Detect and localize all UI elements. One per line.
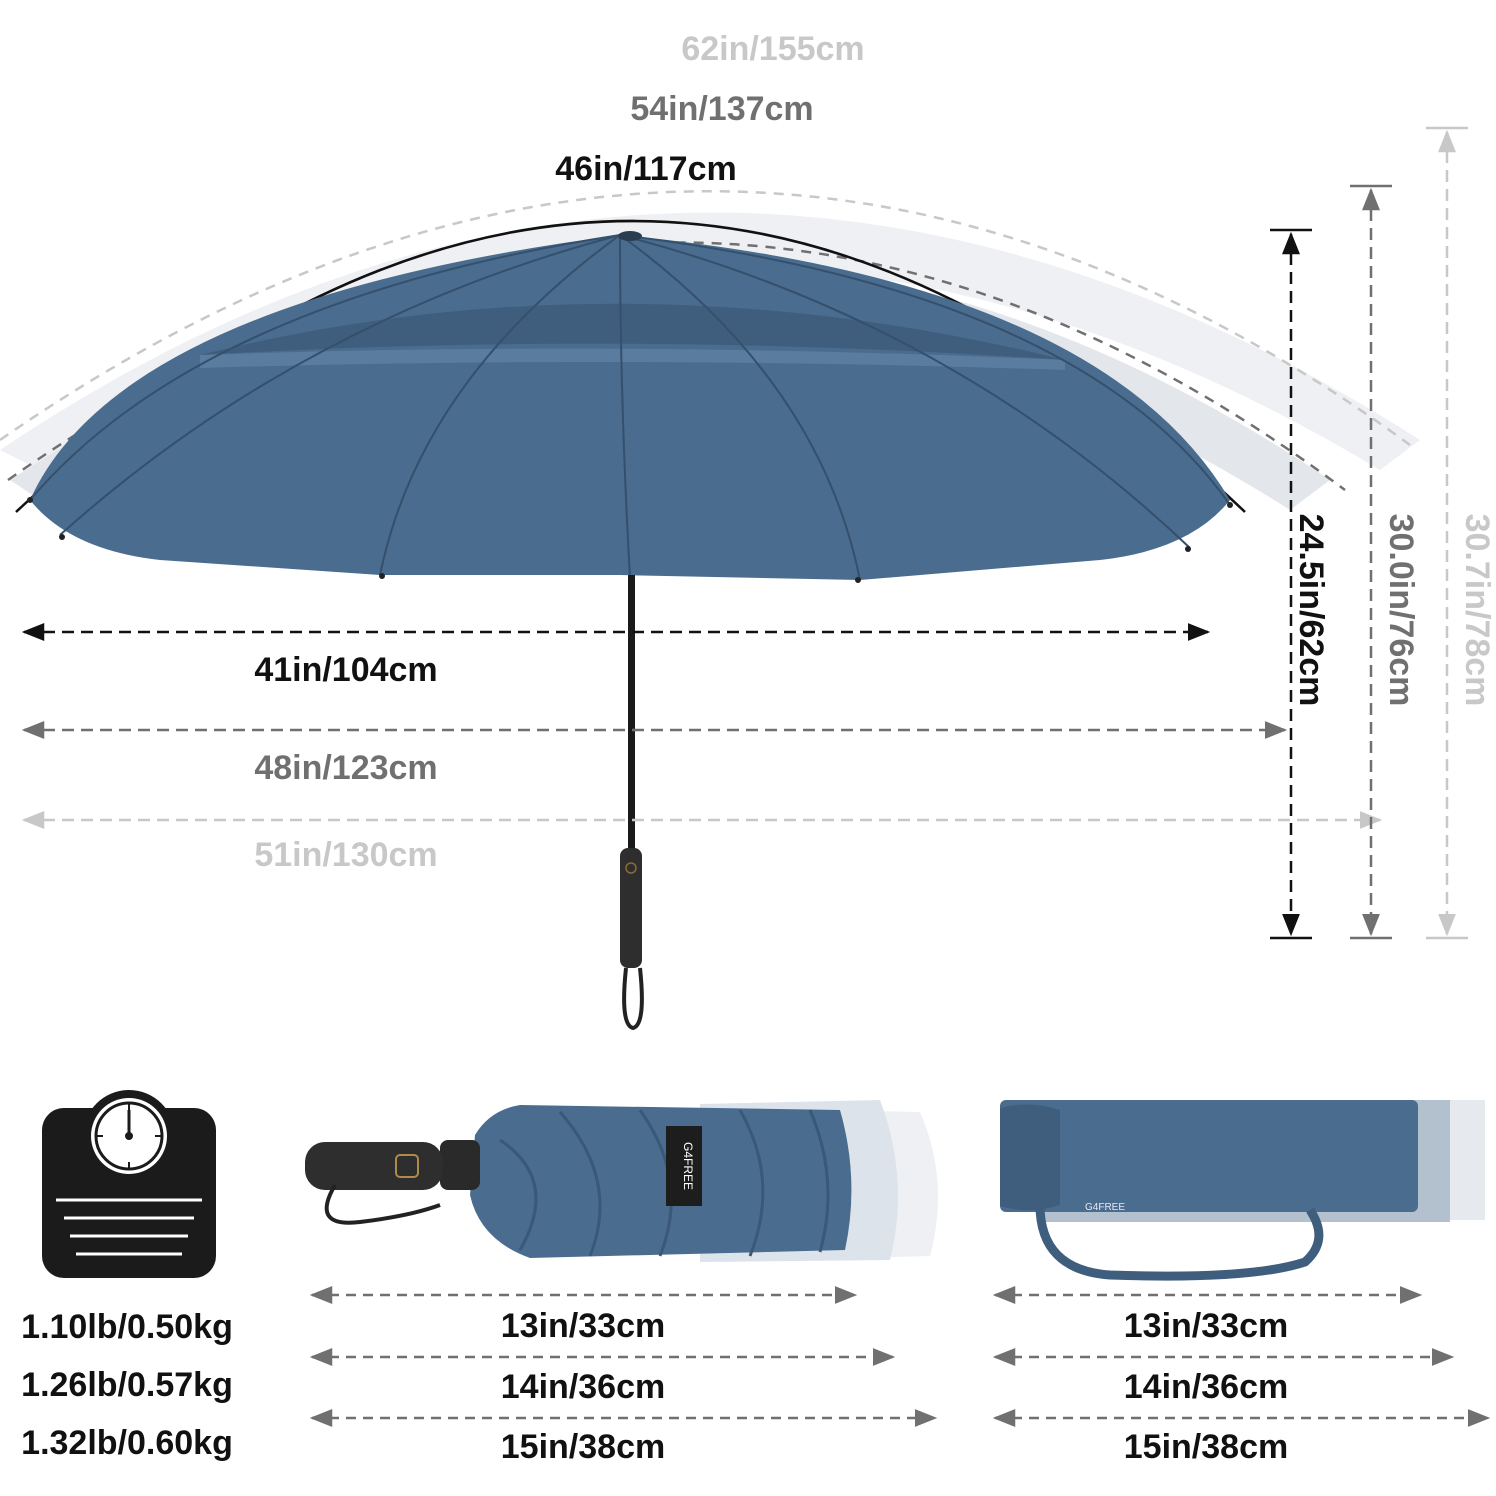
umbrella-sleeve: G4FREE: [1000, 1100, 1485, 1281]
weight-label-3: 1.32lb/0.60kg: [21, 1424, 233, 1462]
height-label-24in: 24.5in/62cm: [1292, 514, 1330, 707]
folded-umbrella: G4FREE: [305, 1100, 938, 1262]
height-label-30in: 30.0in/76cm: [1382, 514, 1420, 707]
folded-label-15in: 15in/38cm: [501, 1428, 665, 1466]
weight-label-2: 1.26lb/0.57kg: [21, 1366, 233, 1404]
height-arrow-24in: [1270, 228, 1312, 940]
svg-text:G4FREE: G4FREE: [681, 1142, 695, 1190]
height-arrow-30in: [1350, 184, 1392, 940]
svg-text:G4FREE: G4FREE: [1085, 1202, 1125, 1213]
sleeve-label-13in: 13in/33cm: [1124, 1307, 1288, 1345]
folded-label-13in: 13in/33cm: [501, 1307, 665, 1345]
sleeve-label-14in: 14in/36cm: [1124, 1368, 1288, 1406]
folded-label-14in: 14in/36cm: [501, 1368, 665, 1406]
sleeve-label-15in: 15in/38cm: [1124, 1428, 1288, 1466]
span-label-41in: 41in/104cm: [254, 651, 437, 689]
arc-label-46in: 46in/117cm: [555, 150, 736, 188]
weight-label-1: 1.10lb/0.50kg: [21, 1308, 233, 1346]
height-label-30-7in: 30.7in/78cm: [1458, 514, 1496, 707]
span-label-48in: 48in/123cm: [254, 749, 437, 787]
umbrella-shaft: [620, 575, 644, 1031]
height-arrow-30-7in: [1426, 126, 1468, 940]
scale-icon: [42, 1090, 216, 1278]
arc-label-62in: 62in/155cm: [681, 30, 864, 68]
umbrella-canopy: [27, 231, 1233, 583]
ghost-canopy-large: [0, 212, 1420, 470]
arc-label-54in: 54in/137cm: [630, 90, 813, 128]
span-label-51in: 51in/130cm: [254, 836, 437, 874]
